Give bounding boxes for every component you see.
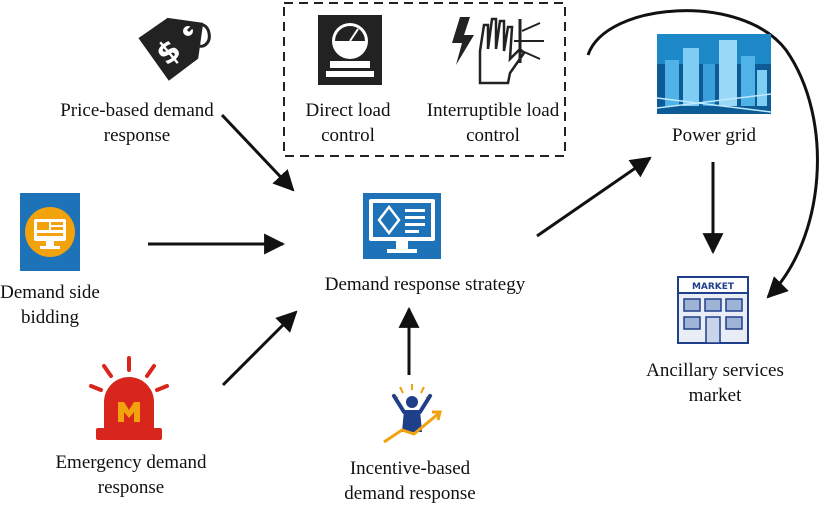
emergency-line2: response <box>97 477 165 498</box>
ancillary-line1: Ancillary services <box>646 360 784 381</box>
direct-load-line2: control <box>321 125 375 146</box>
city-power-grid-icon <box>657 34 771 114</box>
bidding-line2: bidding <box>20 307 80 328</box>
direct-control-group-box <box>283 2 566 157</box>
incentive-line2: demand response <box>344 483 476 504</box>
weighing-scale-icon <box>318 15 382 85</box>
interruptible-line1: Interruptible load <box>426 100 560 121</box>
arrow-curved-to-market <box>586 9 819 299</box>
strategy-monitor-icon <box>363 193 441 259</box>
price-based-demand-response-label: Price-based demand response <box>22 98 252 148</box>
price-based-line1: Price-based demand <box>60 100 214 121</box>
market-sign-text: MARKET <box>692 282 735 292</box>
emergency-line1: Emergency demand <box>55 452 207 473</box>
incentive-based-demand-response-label: Incentive-based demand response <box>310 456 510 506</box>
hand-electric-shock-icon <box>452 17 544 85</box>
arrow-price-to-strategy <box>220 113 295 192</box>
ancillary-line2: market <box>688 385 742 406</box>
demand-side-bidding-label: Demand side bidding <box>0 280 100 330</box>
arrow-emergency-to-strategy <box>221 310 298 387</box>
emergency-demand-response-label: Emergency demand response <box>16 450 246 500</box>
direct-load-control-label: Direct load control <box>293 98 403 148</box>
arrow-strategy-to-grid <box>536 156 652 238</box>
direct-load-line1: Direct load <box>305 100 391 121</box>
incentive-line1: Incentive-based <box>349 458 471 479</box>
alarm-siren-icon <box>89 356 169 440</box>
market-building-icon: MARKET <box>677 276 749 344</box>
power-grid-label: Power grid <box>672 125 756 146</box>
ancillary-services-market-label: Ancillary services market <box>620 358 810 408</box>
interruptible-load-control-label: Interruptible load control <box>408 98 578 148</box>
interruptible-line2: control <box>466 125 520 146</box>
price-tag-icon: $ <box>138 17 211 81</box>
price-based-line2: response <box>103 125 171 146</box>
bidding-line1: Demand side <box>0 282 100 303</box>
demand-response-strategy-label: Demand response strategy <box>324 274 526 295</box>
monitor-icon <box>20 193 80 271</box>
incentive-person-icon <box>383 384 442 444</box>
